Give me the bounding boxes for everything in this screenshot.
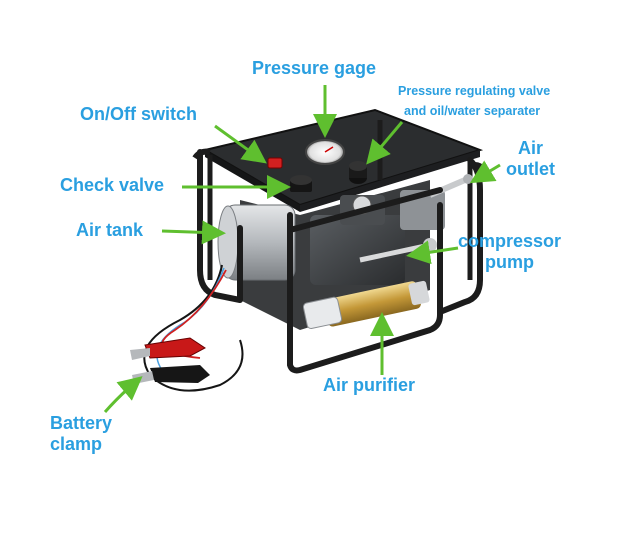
arrow-compressor-pump bbox=[406, 240, 459, 265]
compressor-unit bbox=[192, 108, 486, 374]
battery-clamp-black bbox=[132, 365, 210, 384]
label-air-outlet: Air outlet bbox=[506, 138, 555, 179]
pressure-gauge bbox=[305, 139, 345, 165]
arrow-on-off-switch bbox=[214, 124, 267, 164]
on-off-switch bbox=[267, 157, 283, 169]
regulating-valve bbox=[349, 161, 367, 184]
arrow-air-outlet bbox=[469, 160, 501, 184]
label-pressure-gage: Pressure gage bbox=[252, 58, 377, 78]
arrow-air-tank bbox=[161, 220, 226, 245]
arrow-battery-clamp bbox=[103, 376, 143, 413]
battery-clamp-red bbox=[130, 337, 206, 360]
label-air-purifier: Air purifier bbox=[323, 375, 416, 395]
check-valve bbox=[290, 175, 312, 192]
frame-front bbox=[197, 149, 483, 374]
label-on-off-switch: On/Off switch bbox=[80, 104, 197, 124]
air-purifier bbox=[302, 280, 430, 330]
label-air-tank: Air tank bbox=[76, 220, 144, 240]
label-battery-clamp: Battery clamp bbox=[50, 413, 113, 454]
label-compressor-pump: compressor pump bbox=[458, 231, 562, 272]
arrow-regulating-valve bbox=[366, 121, 404, 165]
label-regulating-valve: Pressure regulating valve and oil/water … bbox=[398, 84, 551, 119]
label-check-valve: Check valve bbox=[60, 175, 165, 195]
callout-arrows bbox=[103, 85, 501, 413]
air-tank bbox=[217, 204, 296, 281]
